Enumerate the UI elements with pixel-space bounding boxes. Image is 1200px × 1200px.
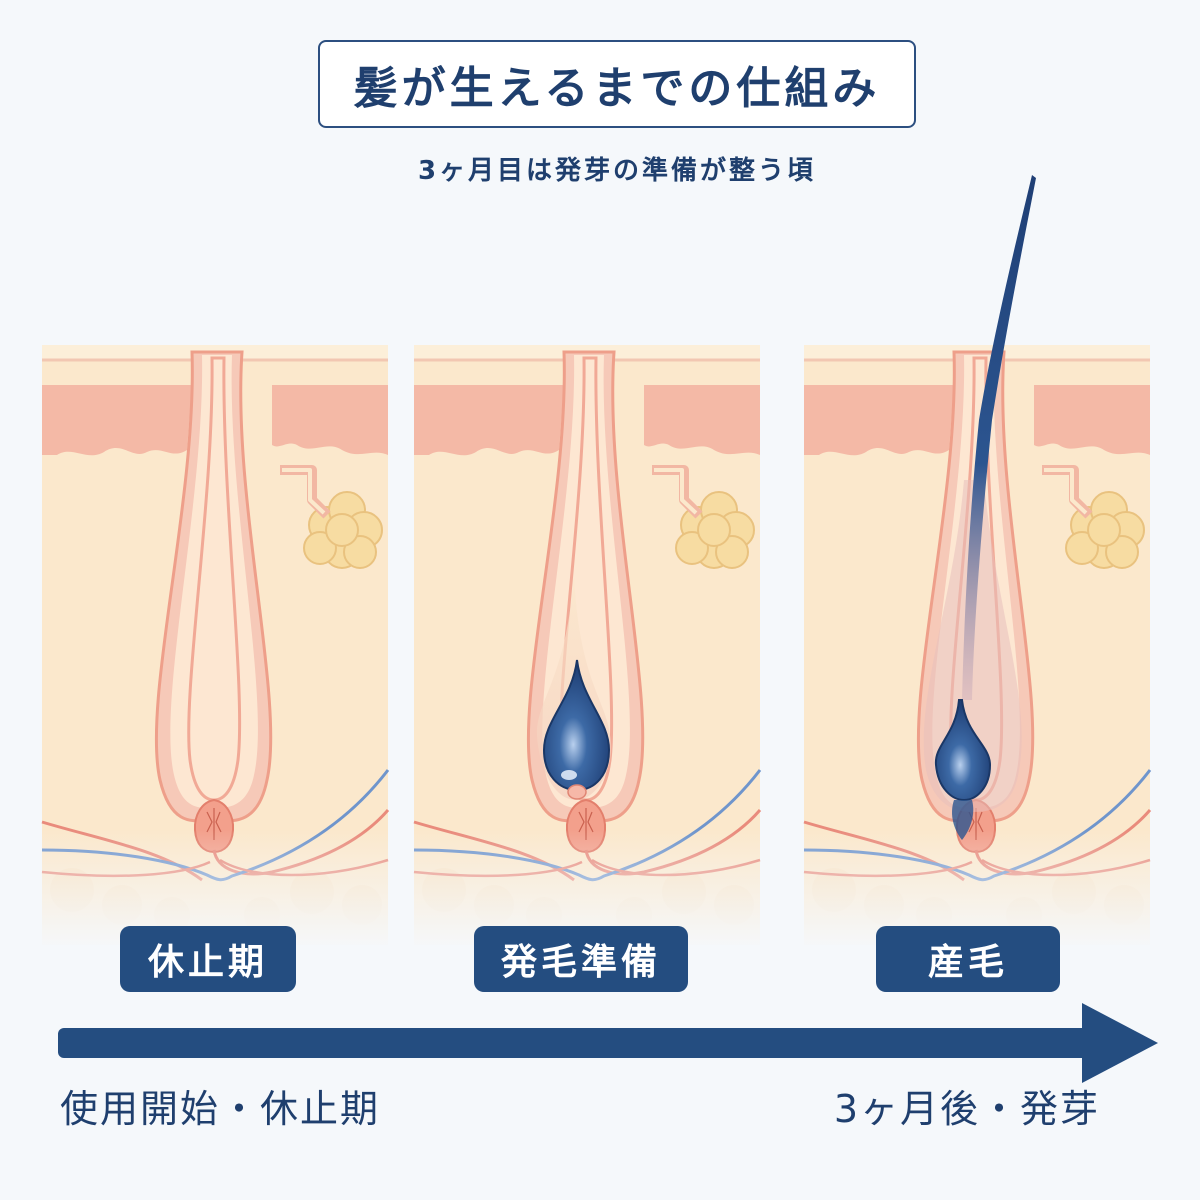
stage-panel-preparing bbox=[414, 345, 760, 950]
timeline-start-label: 使用開始・休止期 bbox=[60, 1087, 381, 1131]
vellus-hair bbox=[962, 175, 1036, 700]
stage-label-vellus: 産毛 bbox=[876, 926, 1060, 992]
stage-label-preparing: 発毛準備 bbox=[474, 926, 688, 992]
stage-label-resting: 休止期 bbox=[120, 926, 296, 992]
page-title: 髪が生えるまでの仕組み bbox=[353, 63, 881, 114]
stage-panel-resting bbox=[42, 345, 388, 950]
title-box: 髪が生えるまでの仕組み bbox=[318, 40, 916, 128]
page-subtitle: 3ヶ月目は発芽の準備が整う頃 bbox=[417, 156, 817, 186]
timeline-arrow bbox=[58, 1003, 1158, 1083]
stage-panel-vellus bbox=[804, 175, 1150, 950]
timeline-end-label: 3ヶ月後・発芽 bbox=[833, 1087, 1100, 1131]
hair-bulb bbox=[934, 699, 992, 802]
